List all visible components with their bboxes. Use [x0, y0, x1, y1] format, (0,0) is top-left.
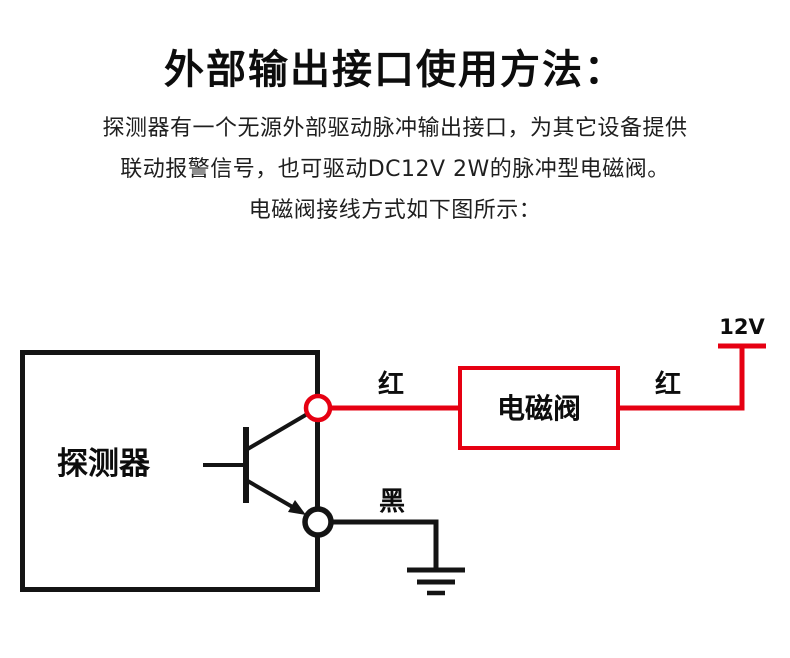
transistor-collector [244, 411, 311, 452]
description-line-1: 探测器有一个无源外部驱动脉冲输出接口，为其它设备提供 [102, 116, 688, 141]
red-wire-label-left: 红 [378, 369, 404, 400]
supply-voltage-label: 12V [719, 315, 765, 339]
transistor-emitter [244, 478, 298, 511]
red-output-terminal [303, 393, 333, 423]
page-title: 外部输出接口使用方法： [164, 47, 626, 93]
black-output-terminal [302, 506, 334, 538]
detector-box [20, 350, 320, 592]
transistor-emitter-arrow-icon [288, 500, 306, 515]
transistor-symbol [203, 411, 311, 515]
detector-label: 探测器 [57, 446, 151, 482]
black-wire-label: 黑 [379, 487, 405, 517]
ground-symbol-icon [407, 567, 465, 596]
description-line-3: 电磁阀接线方式如下图所示： [248, 198, 542, 223]
red-wire-label-right: 红 [655, 369, 681, 400]
wiring-diagram: 探测器 红 电磁阀 红 12V 黑 [20, 315, 766, 596]
description-line-2: 联动报警信号，也可驱动DC12V 2W的脉冲型电磁阀。 [120, 157, 670, 182]
description-text: 探测器有一个无源外部驱动脉冲输出接口，为其它设备提供 联动报警信号，也可驱动DC… [0, 108, 790, 231]
valve-label: 电磁阀 [497, 392, 581, 425]
